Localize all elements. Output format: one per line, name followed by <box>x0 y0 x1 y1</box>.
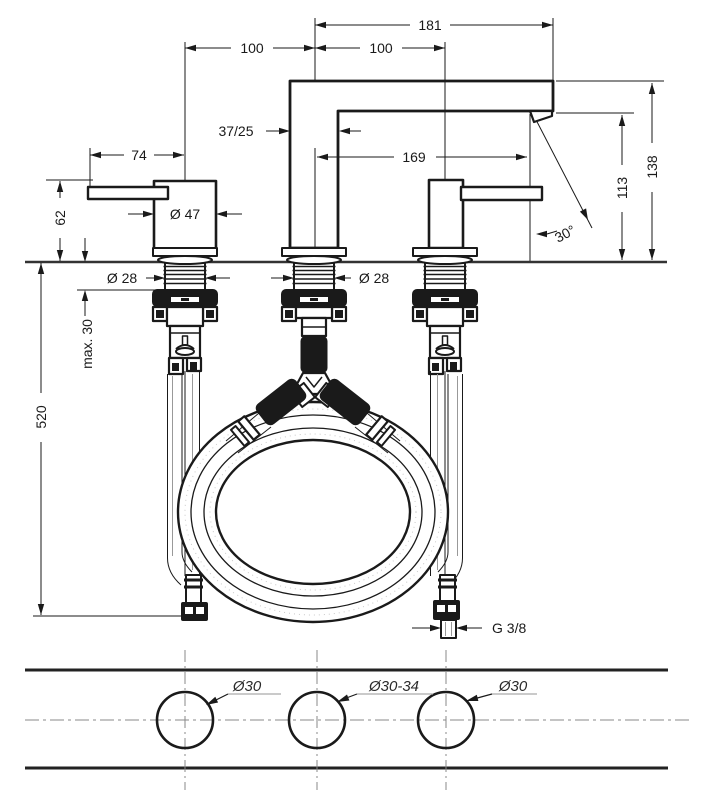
drill-hole-center <box>287 690 347 750</box>
right-escutcheon <box>412 247 478 257</box>
left-handle-lever <box>86 185 170 201</box>
left-escutcheon <box>152 247 218 257</box>
drill-hole-right <box>416 690 476 750</box>
plan-labels: Ø30 Ø30-34 Ø30 <box>206 678 537 705</box>
drill-hole-left <box>155 690 215 750</box>
hose-ferrule-band <box>229 425 251 447</box>
dim-100-right-label: 100 <box>369 40 393 56</box>
dimensions: 181 100 100 74 37/25 169 113 138 62 <box>33 17 660 636</box>
hose-ferrule-band <box>365 415 389 441</box>
dim-520-label: 520 <box>33 405 49 429</box>
plan-hole-left-label: Ø30 <box>232 678 262 695</box>
dim-138-label: 138 <box>644 155 660 179</box>
center-escutcheon <box>281 247 347 257</box>
dim-37-25-label: 37/25 <box>218 123 253 139</box>
extension-lines <box>46 18 664 248</box>
dim-62-label: 62 <box>52 210 68 226</box>
hose-ferrule-band <box>375 425 397 447</box>
dim-30deg-label: 30° <box>552 222 578 246</box>
dim-113-label: 113 <box>614 177 630 200</box>
hose-loop <box>176 400 450 624</box>
hose-sleeve-right <box>319 378 371 426</box>
dim-g38-label: G 3/8 <box>492 620 526 636</box>
dim-74-label: 74 <box>131 147 147 163</box>
aerator-outlet <box>528 109 554 124</box>
dim-181-label: 181 <box>418 17 442 33</box>
g38-thread-stub <box>440 619 457 639</box>
mixer-cartridge <box>300 336 328 373</box>
left-shank <box>151 262 219 376</box>
right-handle-lever <box>459 185 544 202</box>
below-deck-assembly <box>151 262 479 639</box>
spray-angle-arrowhead <box>579 208 588 220</box>
dim-47-label: Ø 47 <box>170 206 201 222</box>
center-shank <box>280 262 348 373</box>
dim-28-left-label: Ø 28 <box>107 270 138 286</box>
faucet-front-view <box>86 79 555 265</box>
hose-sleeve-left <box>255 378 307 426</box>
plan-hole-right-label: Ø30 <box>498 678 528 695</box>
hose-ferrule-band <box>237 415 261 441</box>
spray-angle-line <box>532 113 593 229</box>
dim-100-left-label: 100 <box>240 40 264 56</box>
dim-max30-label: max. 30 <box>79 319 95 369</box>
plan-view <box>25 650 690 790</box>
right-bottom-fitting <box>433 574 460 639</box>
left-bottom-fitting <box>181 574 208 621</box>
hose-loop-inner <box>214 438 412 586</box>
dim-28-center-label: Ø 28 <box>359 270 390 286</box>
dim-169-label: 169 <box>402 149 426 165</box>
plan-hole-center-label: Ø30-34 <box>368 678 419 695</box>
right-handle-body <box>427 178 465 250</box>
right-shank <box>411 262 479 376</box>
